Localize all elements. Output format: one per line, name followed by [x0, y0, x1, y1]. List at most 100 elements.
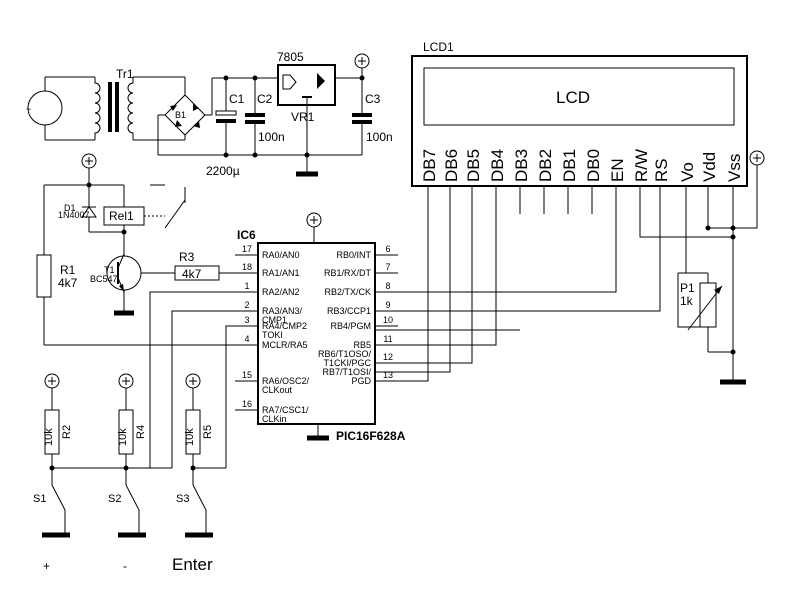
r3-value: 4k7: [182, 267, 202, 281]
mcu-right-pin-number: 10: [383, 315, 393, 325]
c3-label: C3: [365, 92, 381, 106]
r5-value: 10k: [184, 428, 196, 446]
mcu-left-pin-name: RA4/CMP2: [262, 321, 307, 331]
c2-value: 100n: [258, 130, 285, 144]
mcu-left-pin-name-2: CLKout: [262, 385, 293, 395]
c1-label: C1: [229, 92, 245, 106]
buttons: R2 10k S1 + R4 10k S2 - R5 10k: [33, 291, 258, 574]
mcu-right-pin-name: RB6/T1OSO/: [318, 349, 372, 359]
mcu-right-pin-name: RB7/T1OSI/: [322, 367, 371, 377]
regulator-label: 7805: [277, 50, 304, 64]
lcd-pin-label: Vo: [678, 162, 697, 182]
mcu-left-pin-name: RA3/AN3/: [262, 306, 303, 316]
mcu-right-pins: 6RB0/INT7RB1/RX/DT8RB2/TX/CK9RB3/CCP110R…: [318, 244, 398, 386]
mcu-lcd-wiring: [375, 150, 765, 382]
p1-label: P1: [680, 281, 695, 295]
mcu-part: PIC16F628A: [336, 429, 406, 443]
voltage-regulator: 7805 VR1: [277, 50, 370, 155]
r2-value: 10k: [43, 428, 55, 446]
r4-label: R4: [135, 425, 147, 439]
relay-label: Rel1: [109, 209, 134, 223]
lcd-pin-label: RS: [652, 158, 671, 182]
r5-label: R5: [202, 425, 214, 439]
lcd-pin-label: DB1: [560, 149, 579, 182]
p1-value: 1k: [680, 294, 694, 308]
lcd-pin-label: DB7: [420, 149, 439, 182]
lcd-ref: LCD1: [423, 40, 454, 54]
mcu-left-pin-number: 2: [244, 300, 249, 310]
transformer-label: Tr1: [116, 67, 134, 81]
mcu-right-pin-name-2: PGD: [351, 376, 371, 386]
diode-d1: D1 1N4007: [58, 185, 124, 233]
relay-rel1: Rel1: [103, 184, 186, 250]
mcu-right-pin-name: RB0/INT: [336, 250, 371, 260]
mcu-right-pin-number: 9: [385, 300, 390, 310]
mcu-left-pin-name: MCLR/RA5: [262, 340, 308, 350]
potentiometer-p1: P1 1k: [677, 272, 746, 385]
s2-label: S2: [108, 493, 121, 505]
s2-caption: -: [123, 559, 127, 573]
mcu-left-pin-name-2: CLKin: [262, 414, 287, 424]
mcu-right-pin-name: RB5: [353, 340, 371, 350]
s1-caption: +: [43, 559, 50, 573]
mcu-right-pin-number: 11: [383, 334, 392, 344]
lcd-pin-label: Vss: [725, 154, 744, 182]
mcu-right-pin-number: 6: [385, 244, 390, 254]
r1-label: R1: [60, 263, 76, 277]
r4-value: 10k: [117, 428, 129, 446]
mcu-left-pin-number: 1: [244, 281, 249, 291]
lcd-screen-text: LCD: [556, 88, 590, 107]
capacitor-c1: C1 2200µ: [206, 78, 245, 178]
transformer-tr1: Tr1: [94, 67, 185, 141]
mcu-right-pin-name-2: T1CKI/PGC: [323, 358, 371, 368]
transistor-label: T1: [104, 265, 115, 275]
lcd-pin-label: DB3: [512, 149, 531, 182]
mcu-left-pin-name-2: CMP1: [262, 315, 287, 325]
mcu-right-pin-number: 13: [383, 370, 393, 380]
capacitor-c2: C2 100n: [245, 78, 285, 155]
mcu-ref: IC6: [237, 228, 256, 242]
mcu-right-pin-number: 7: [385, 262, 390, 272]
lcd-pin-label: R/W: [632, 149, 651, 182]
resistor-r1: R1 4k7: [36, 254, 258, 346]
mcu-right-pin-name: RB3/CCP1: [327, 306, 371, 316]
s3-label: S3: [176, 493, 189, 505]
mcu-left-pin-number: 15: [242, 370, 252, 380]
diode-label: D1: [64, 203, 76, 213]
s1-label: S1: [33, 493, 46, 505]
lcd-pin-label: DB4: [488, 149, 507, 182]
mcu-left-pin-name: RA2/AN2: [262, 287, 300, 297]
c3-value: 100n: [366, 130, 393, 144]
microcontroller-ic6: IC6 PIC16F628A 17RA0/AN018RA1/AN11RA2/AN…: [235, 212, 406, 443]
r3-label: R3: [179, 250, 195, 264]
lcd-pin-label: DB5: [464, 149, 483, 182]
mcu-left-pin-name: RA0/AN0: [262, 250, 300, 260]
mcu-right-pin-name: RB4/PGM: [330, 321, 371, 331]
ac-source-label: ~: [26, 104, 31, 114]
r1-value: 4k7: [58, 276, 78, 290]
r2-label: R2: [61, 425, 73, 439]
mcu-left-pin-number: 16: [242, 399, 252, 409]
c1-value: 2200µ: [206, 164, 240, 178]
lcd-pin-label: Vdd: [700, 152, 719, 182]
bridge-rectifier: B1: [157, 77, 278, 155]
c2-label: C2: [257, 92, 273, 106]
mcu-right-pin-name: RB1/RX/DT: [324, 268, 372, 278]
mcu-left-pin-number: 4: [244, 334, 249, 344]
ac-source: ~: [26, 76, 95, 141]
capacitor-c3: C3 100n: [352, 78, 393, 155]
lcd-pin-label: DB2: [536, 149, 555, 182]
mcu-left-pin-number: 3: [244, 315, 249, 325]
lcd-pin-label: EN: [608, 158, 627, 182]
mcu-right-pin-number: 12: [383, 352, 393, 362]
s3-caption: Enter: [172, 555, 213, 574]
transistor-value: BC547: [90, 274, 118, 284]
lcd-pin-label: DB0: [584, 149, 603, 182]
transistor-t1: T1 BC547: [90, 250, 175, 316]
mcu-left-pin-name: RA6/OSC2/: [262, 376, 310, 386]
bridge-label: B1: [175, 110, 186, 120]
mcu-left-pin-name: RA1/AN1: [262, 268, 300, 278]
